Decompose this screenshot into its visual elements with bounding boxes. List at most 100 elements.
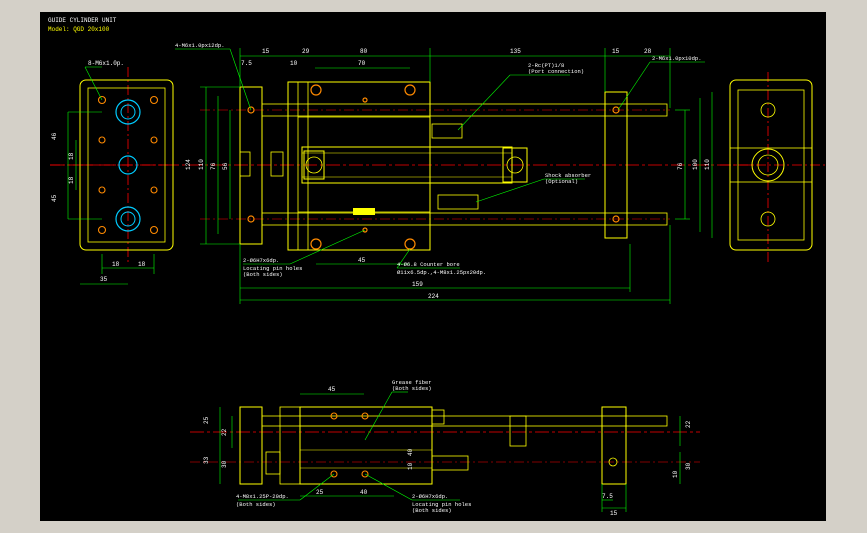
callout-port-note: (Port connection) bbox=[528, 68, 584, 75]
end-view-outline bbox=[79, 79, 174, 251]
dim-label: 18 bbox=[68, 152, 75, 160]
dim-label: 15 bbox=[262, 48, 270, 55]
drawing-model: Model: QGD 20x100 bbox=[48, 26, 110, 33]
tap-hole-icon bbox=[612, 215, 620, 223]
mount-hole-icon bbox=[404, 84, 416, 96]
dim-label: 18 bbox=[68, 176, 75, 184]
side-end-plate bbox=[239, 406, 263, 485]
callout-shock: Shock absorber bbox=[545, 172, 591, 179]
top-view: 15 29 80 70 10 7.5 135 15 28 124 110 76 … bbox=[50, 42, 760, 304]
side-shock bbox=[431, 455, 469, 471]
dim-label: 30 bbox=[685, 462, 692, 470]
nameplate bbox=[353, 208, 375, 215]
callout-grease: Grease fiber bbox=[392, 379, 432, 386]
port-fitting bbox=[431, 123, 463, 139]
callout-counterbore-note: Ø11x6.5dp.,4-M8x1.25px20dp. bbox=[397, 269, 486, 276]
dim-label: 40 bbox=[407, 448, 414, 456]
gland-circle-icon bbox=[506, 156, 524, 174]
front-view-inner bbox=[737, 89, 805, 241]
callout-side-tap-note: (Both sides) bbox=[236, 501, 276, 508]
callout-port: 2-Rc(PT)1/8 bbox=[528, 62, 564, 69]
mount-hole-icon bbox=[310, 84, 322, 96]
callout-side-locating-desc: Locating pin holes bbox=[412, 501, 471, 508]
mount-hole-icon bbox=[404, 238, 416, 250]
front-hole-icon bbox=[760, 211, 776, 227]
rear-nut bbox=[270, 151, 284, 177]
end-view-inner bbox=[87, 87, 166, 243]
dim-label: 22 bbox=[685, 420, 692, 428]
dim-label: 56 bbox=[222, 162, 229, 170]
dim-label: 28 bbox=[644, 48, 652, 55]
pin-hole-icon bbox=[362, 97, 368, 103]
callout-locating-note: (Both sides) bbox=[243, 271, 283, 278]
dim-label: 22 bbox=[221, 428, 228, 436]
piston-head bbox=[303, 150, 325, 180]
bore-circle-icon bbox=[115, 206, 141, 232]
dim-label: 76 bbox=[677, 162, 684, 170]
rod-gland bbox=[502, 147, 528, 183]
dim-label: 159 bbox=[412, 281, 423, 288]
dim-label: 18 bbox=[138, 261, 146, 268]
right-end-view bbox=[720, 72, 826, 262]
dim-label: 135 bbox=[510, 48, 521, 55]
piston-circle-icon bbox=[305, 156, 323, 174]
callout-counterbore: 4-Ø6.8 Counter bore bbox=[397, 261, 460, 268]
dim-label: 70 bbox=[358, 60, 366, 67]
dim-label: 10 bbox=[407, 462, 414, 470]
dim-label: 18 bbox=[112, 261, 120, 268]
callout-grease-note: (Both sides) bbox=[392, 385, 432, 392]
dim-label: 46 bbox=[51, 132, 58, 140]
dim-label: 100 bbox=[692, 159, 699, 170]
dim-label: 40 bbox=[360, 489, 368, 496]
rod-circle-icon bbox=[118, 155, 138, 175]
dim-label: 35 bbox=[100, 276, 108, 283]
tap-hole-icon bbox=[247, 106, 255, 114]
side-rod-clamp bbox=[509, 415, 527, 447]
cylinder-barrel bbox=[301, 146, 513, 184]
callout-side-locating: 2-Ø6H7x6dp. bbox=[412, 493, 448, 500]
callout-locating-desc: Locating pin holes bbox=[243, 265, 302, 272]
guide-rod-lower bbox=[261, 212, 668, 226]
cad-drawing: GUIDE CYLINDER UNIT Model: QGD 20x100 bbox=[48, 17, 826, 517]
side-front-hole-icon bbox=[608, 457, 618, 467]
dim-label: 25 bbox=[203, 416, 210, 424]
callout-tap-top-left: 4-M6x1.0px12dp. bbox=[175, 42, 225, 49]
bore-circle-icon bbox=[115, 99, 141, 125]
dim-label: 124 bbox=[185, 159, 192, 170]
left-end-view: 8-M6x1.0p. 46 18 18 45 18 18 35 bbox=[50, 60, 174, 285]
drawing-title: GUIDE CYLINDER UNIT bbox=[48, 17, 117, 24]
front-bore-inner-icon bbox=[757, 154, 779, 176]
dim-label: 10 bbox=[290, 60, 298, 67]
callout-side-locating-note: (Both sides) bbox=[412, 507, 452, 514]
dim-label: 80 bbox=[360, 48, 368, 55]
bore-inner-icon bbox=[120, 211, 136, 227]
front-plate bbox=[604, 91, 628, 239]
cylinder-body bbox=[287, 81, 431, 251]
side-view: 45 25 22 33 30 40 10 22 30 10 25 40 7.5 … bbox=[190, 379, 700, 517]
dim-label: 110 bbox=[198, 159, 205, 170]
callout-shock-note: (Optional) bbox=[545, 178, 578, 185]
front-hole-icon bbox=[760, 102, 776, 118]
side-front-plate bbox=[601, 406, 627, 485]
dim-label: 7.5 bbox=[241, 60, 252, 67]
dim-label: 45 bbox=[358, 257, 366, 264]
drawing-canvas[interactable]: GUIDE CYLINDER UNIT Model: QGD 20x100 bbox=[40, 12, 826, 521]
callout-end-tap: 8-M6x1.0p. bbox=[88, 60, 124, 67]
callout-tap-top-right: 2-M6x1.0px10dp. bbox=[652, 55, 702, 62]
dim-label: 45 bbox=[51, 194, 58, 202]
mount-hole-icon bbox=[310, 238, 322, 250]
tap-hole-icon bbox=[247, 215, 255, 223]
guide-rod-upper bbox=[261, 103, 668, 117]
front-bore-icon bbox=[751, 148, 785, 182]
shock-absorber bbox=[437, 194, 479, 210]
bore-inner-icon bbox=[120, 104, 136, 120]
front-view-slot bbox=[729, 147, 813, 183]
side-guide-rod bbox=[261, 415, 668, 427]
callout-locating: 2-Ø6H7x6dp. bbox=[243, 257, 279, 264]
dim-label: 110 bbox=[704, 159, 711, 170]
dim-label: 45 bbox=[328, 386, 336, 393]
rear-fitting bbox=[239, 151, 251, 177]
side-cap bbox=[279, 406, 301, 485]
dim-label: 15 bbox=[612, 48, 620, 55]
